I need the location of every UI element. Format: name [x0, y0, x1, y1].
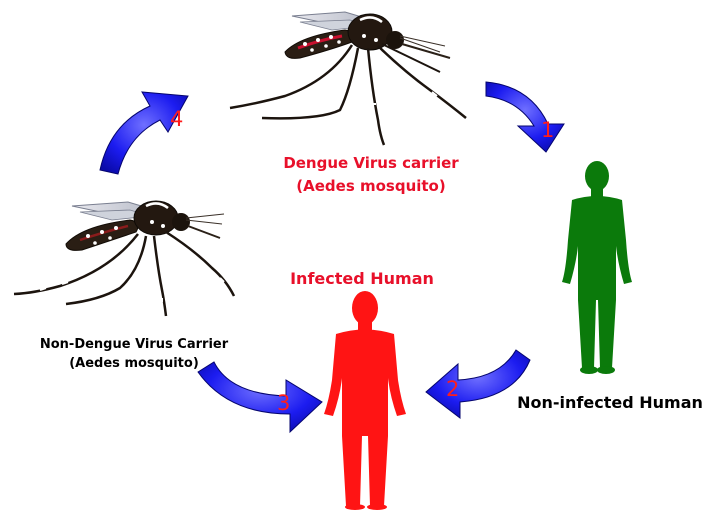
non-infected-human-label: Non-infected Human: [512, 392, 708, 414]
non-infected-human-figure: [562, 161, 632, 374]
step-number-4: 4: [170, 107, 183, 131]
step-number-2: 2: [446, 377, 459, 401]
non-carrier-mosquito-image: [14, 201, 234, 316]
step-number-1: 1: [541, 118, 554, 142]
carrier-label-line2: (Aedes mosquito): [262, 175, 480, 198]
carrier-mosquito-image: [230, 12, 466, 145]
non-carrier-label: Non-Dengue Virus Carrier (Aedes mosquito…: [14, 335, 254, 373]
step-number-3: 3: [277, 391, 290, 415]
non-carrier-label-line2: (Aedes mosquito): [14, 354, 254, 373]
carrier-label: Dengue Virus carrier (Aedes mosquito): [262, 152, 480, 198]
infected-human-label: Infected Human: [272, 268, 452, 290]
non-carrier-label-line1: Non-Dengue Virus Carrier: [14, 335, 254, 354]
infected-human-figure: [324, 291, 406, 510]
carrier-label-line1: Dengue Virus carrier: [262, 152, 480, 175]
arrow-step-4: [100, 92, 188, 174]
